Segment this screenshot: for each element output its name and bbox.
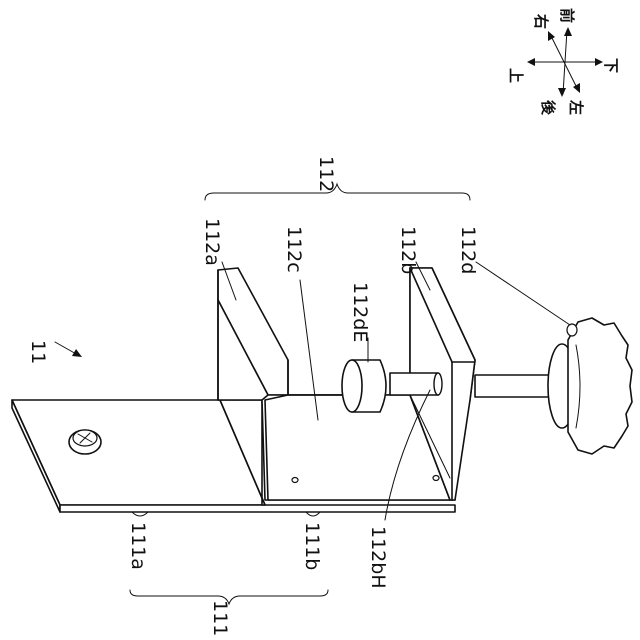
knob bbox=[548, 318, 632, 454]
label-112dE: 112dE bbox=[349, 282, 371, 342]
screw-head bbox=[69, 430, 101, 454]
label-112: 112 bbox=[315, 156, 337, 192]
label-112d: 112d bbox=[457, 226, 479, 274]
label-112bH: 112bH bbox=[367, 526, 389, 589]
label-112a: 112a bbox=[201, 218, 223, 266]
label-111: 111 bbox=[209, 600, 231, 636]
label-112b: 112b bbox=[397, 226, 419, 274]
knob-end-pad bbox=[342, 360, 386, 412]
direction-right: 右 bbox=[532, 14, 550, 29]
label-11: 11 bbox=[27, 340, 49, 364]
direction-front: 前 bbox=[558, 8, 576, 23]
direction-back: 後 bbox=[539, 99, 557, 116]
direction-down: 下 bbox=[602, 58, 620, 73]
label-112c: 112c bbox=[283, 226, 305, 273]
label-111a: 111a bbox=[127, 522, 149, 570]
direction-up: 上 bbox=[507, 68, 525, 83]
direction-indicator: 上 下 右 前 後 左 bbox=[507, 8, 620, 116]
knob-shaft bbox=[288, 373, 560, 397]
direction-left: 左 bbox=[567, 99, 585, 115]
label-111b: 111b bbox=[301, 522, 323, 570]
